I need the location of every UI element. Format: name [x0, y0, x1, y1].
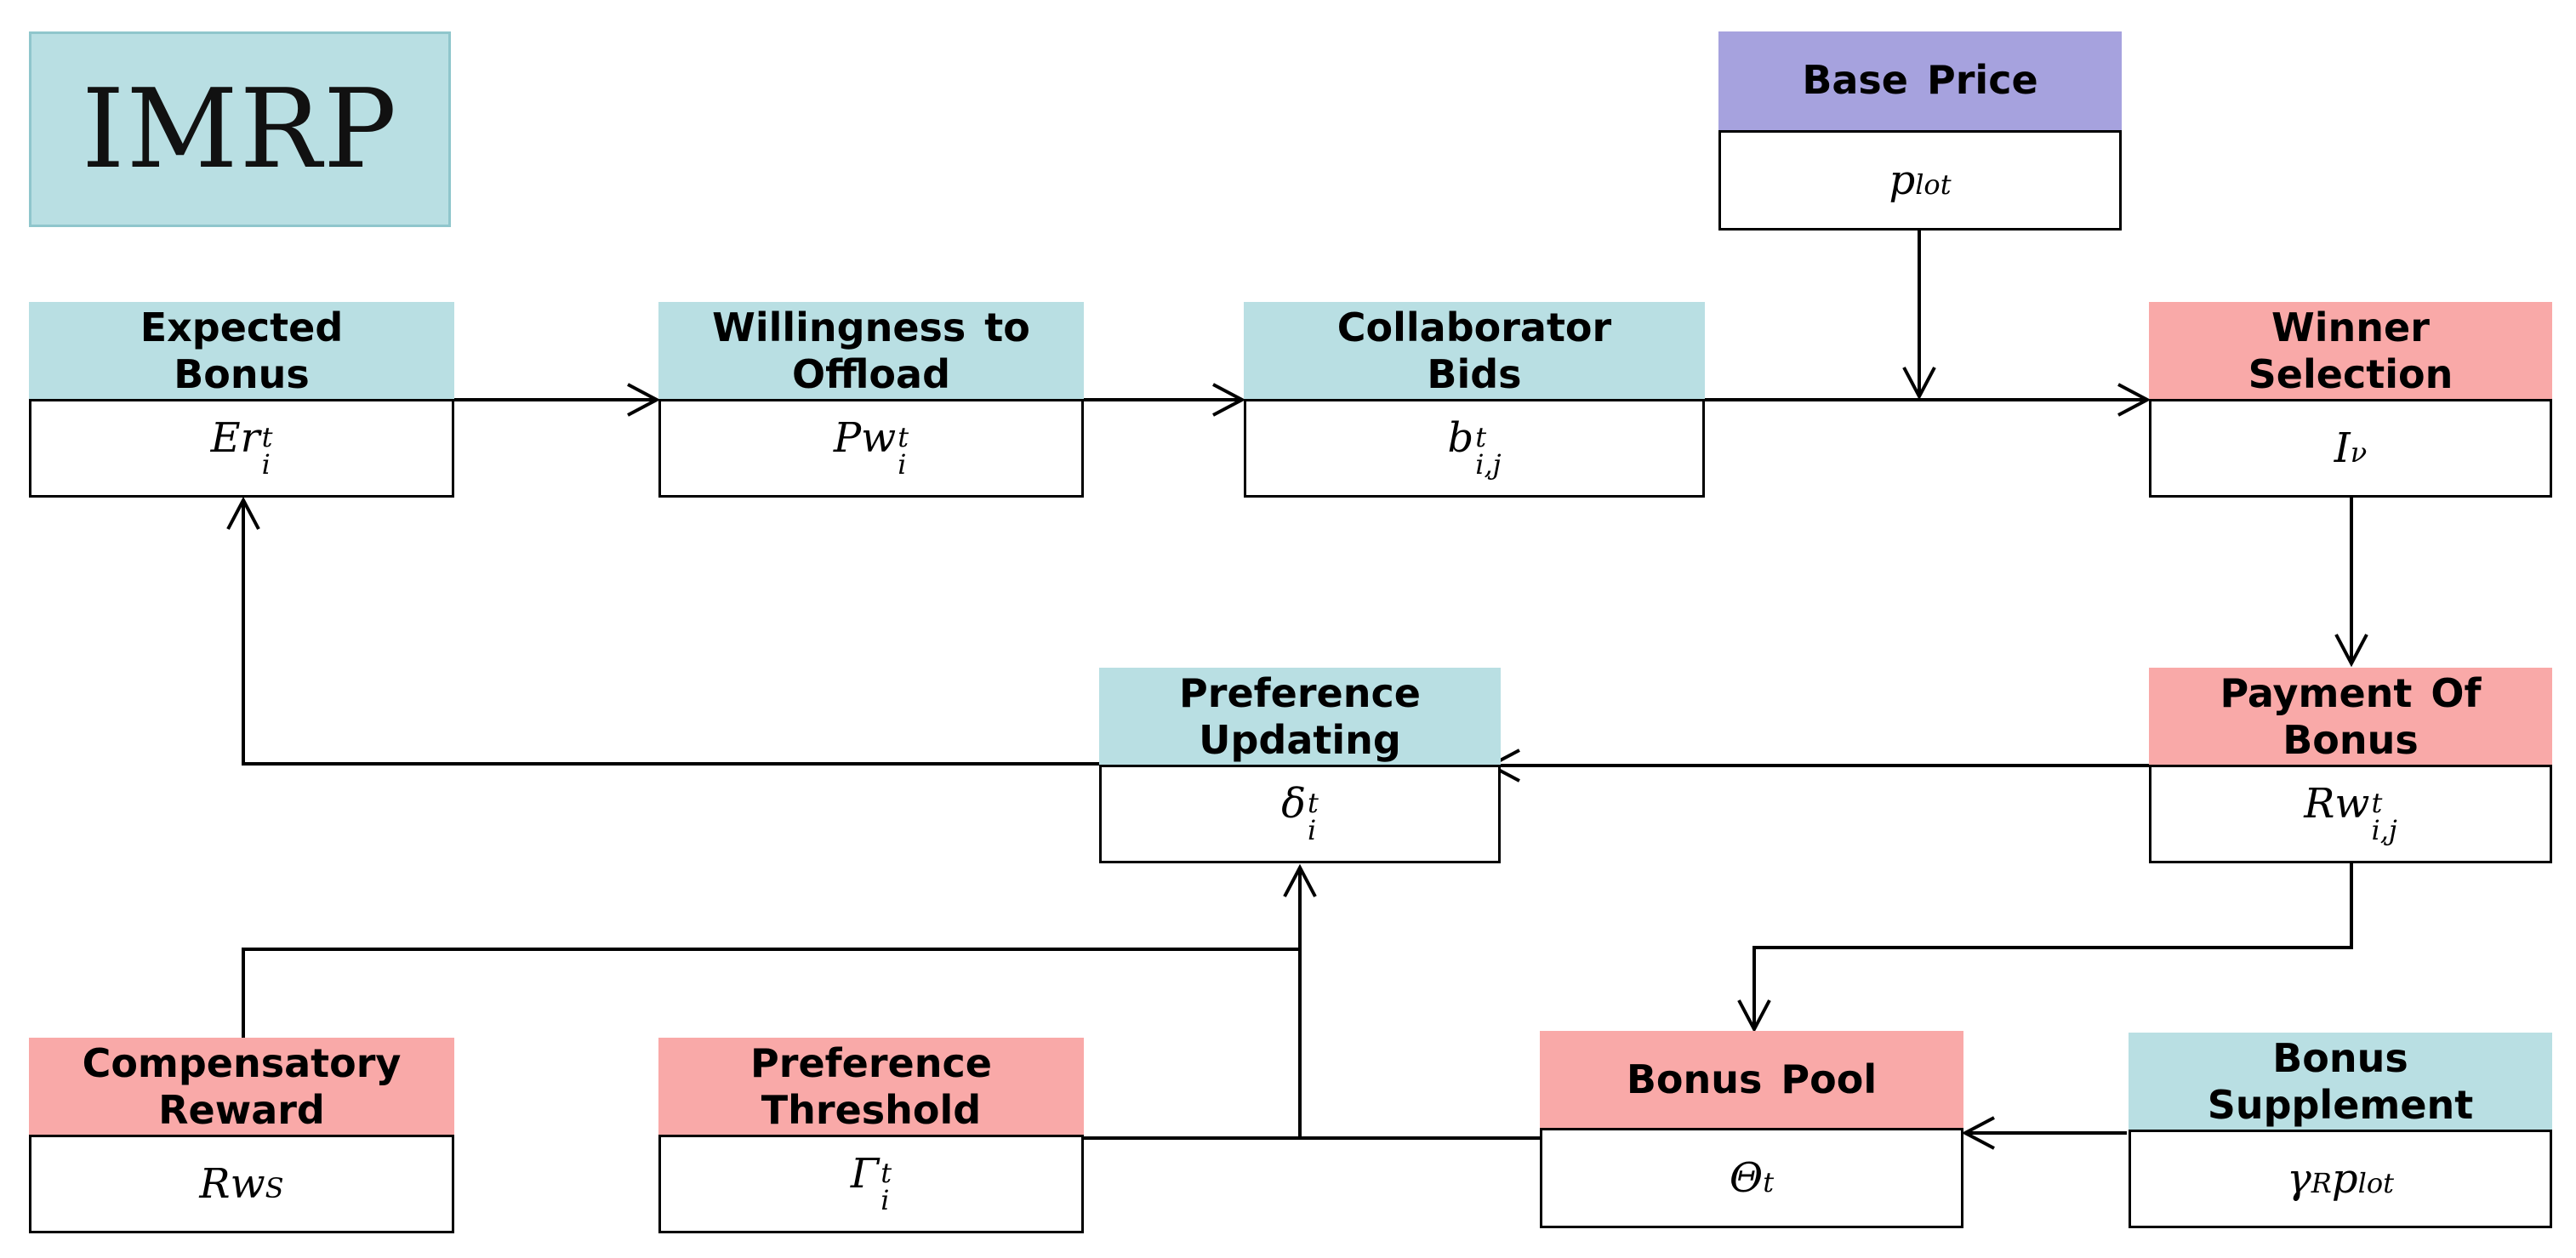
imrp-logo: IMRP	[29, 31, 451, 227]
math-sup: t	[898, 420, 909, 453]
math-symbol: Θ	[1729, 1154, 1764, 1202]
math-symbol: p	[1889, 157, 1916, 204]
node-header: Preference Updating	[1099, 668, 1501, 766]
line-compensatory-to-junction	[242, 948, 1300, 1038]
node-title-line: Compensatory	[82, 1039, 402, 1086]
node-title-line: Payment Of	[2220, 669, 2482, 716]
node-title-line: Preference	[750, 1039, 992, 1086]
node-title-line: Bonus	[2282, 717, 2419, 763]
math-symbol: δ	[1281, 779, 1307, 828]
math-sub: lot	[1915, 168, 1952, 201]
node-title-line: Bonus Pool	[1626, 1056, 1878, 1103]
node-header: Preference Threshold	[658, 1038, 1084, 1136]
math-sub: i	[881, 1183, 890, 1216]
node-title-line: Reward	[158, 1087, 325, 1133]
node-title-line: Updating	[1199, 717, 1401, 763]
math-sup: S	[265, 1172, 284, 1204]
math-sup: t	[2371, 786, 2383, 819]
node-title-line: Offload	[791, 351, 951, 397]
math-symbol: Er	[210, 413, 260, 462]
math-symbol: b	[1447, 413, 1474, 462]
node-header: Willingness to Offload	[658, 302, 1084, 401]
math-symbol: I	[2334, 424, 2351, 472]
math-sup: t	[881, 1156, 892, 1189]
math-sup: R	[2311, 1167, 2332, 1199]
node-header: Compensatory Reward	[29, 1038, 454, 1136]
node-header: Bonus Supplement	[2129, 1033, 2552, 1131]
math-symbol: Γ	[850, 1149, 880, 1198]
node-title-line: Expected	[140, 304, 344, 350]
node-header: Bonus Pool	[1540, 1031, 1963, 1130]
node-title-line: Supplement	[2207, 1082, 2474, 1128]
node-title-line: Threshold	[761, 1087, 982, 1133]
math-sub: lot	[2357, 1167, 2394, 1199]
math-symbol: p	[2331, 1155, 2358, 1203]
node-header: Payment Of Bonus	[2149, 668, 2552, 766]
node-title-line: Collaborator	[1336, 304, 1612, 350]
math-sup: t	[1763, 1166, 1775, 1198]
math-sub: i,j	[2371, 813, 2397, 846]
arrow-payment-to-pool	[1754, 862, 2353, 1029]
math-sup: t	[1475, 420, 1487, 453]
node-title-line: Bonus	[174, 351, 310, 397]
node-title-line: Bids	[1427, 351, 1522, 397]
math-sub: i,j	[1475, 447, 1502, 481]
math-sub: i	[261, 447, 271, 481]
node-title-line: Bonus	[2272, 1034, 2408, 1081]
node-header: Expected Bonus	[29, 302, 454, 401]
math-sup: ν	[2350, 436, 2368, 469]
node-header: Winner Selection	[2149, 302, 2552, 401]
math-symbol: Rw	[2304, 779, 2370, 828]
node-title-line: Preference	[1179, 669, 1421, 716]
node-title-line: Willingness to	[712, 304, 1030, 350]
node-title-line: Base Price	[1802, 57, 2038, 104]
node-title-line: Selection	[2248, 351, 2453, 397]
math-symbol: Pw	[833, 413, 897, 462]
node-header: Collaborator Bids	[1244, 302, 1705, 401]
math-sup: t	[1308, 786, 1319, 819]
node-header: Base Price	[1718, 31, 2122, 130]
math-symbol: γ	[2287, 1155, 2311, 1203]
math-sub: i	[1308, 813, 1317, 846]
node-title-line: Winner	[2271, 304, 2430, 350]
arrow-updating-to-expected	[243, 500, 1099, 766]
math-sup: t	[261, 420, 273, 453]
math-sub: i	[898, 447, 907, 481]
logo-text: IMRP	[81, 65, 399, 193]
math-symbol: Rw	[199, 1160, 265, 1208]
